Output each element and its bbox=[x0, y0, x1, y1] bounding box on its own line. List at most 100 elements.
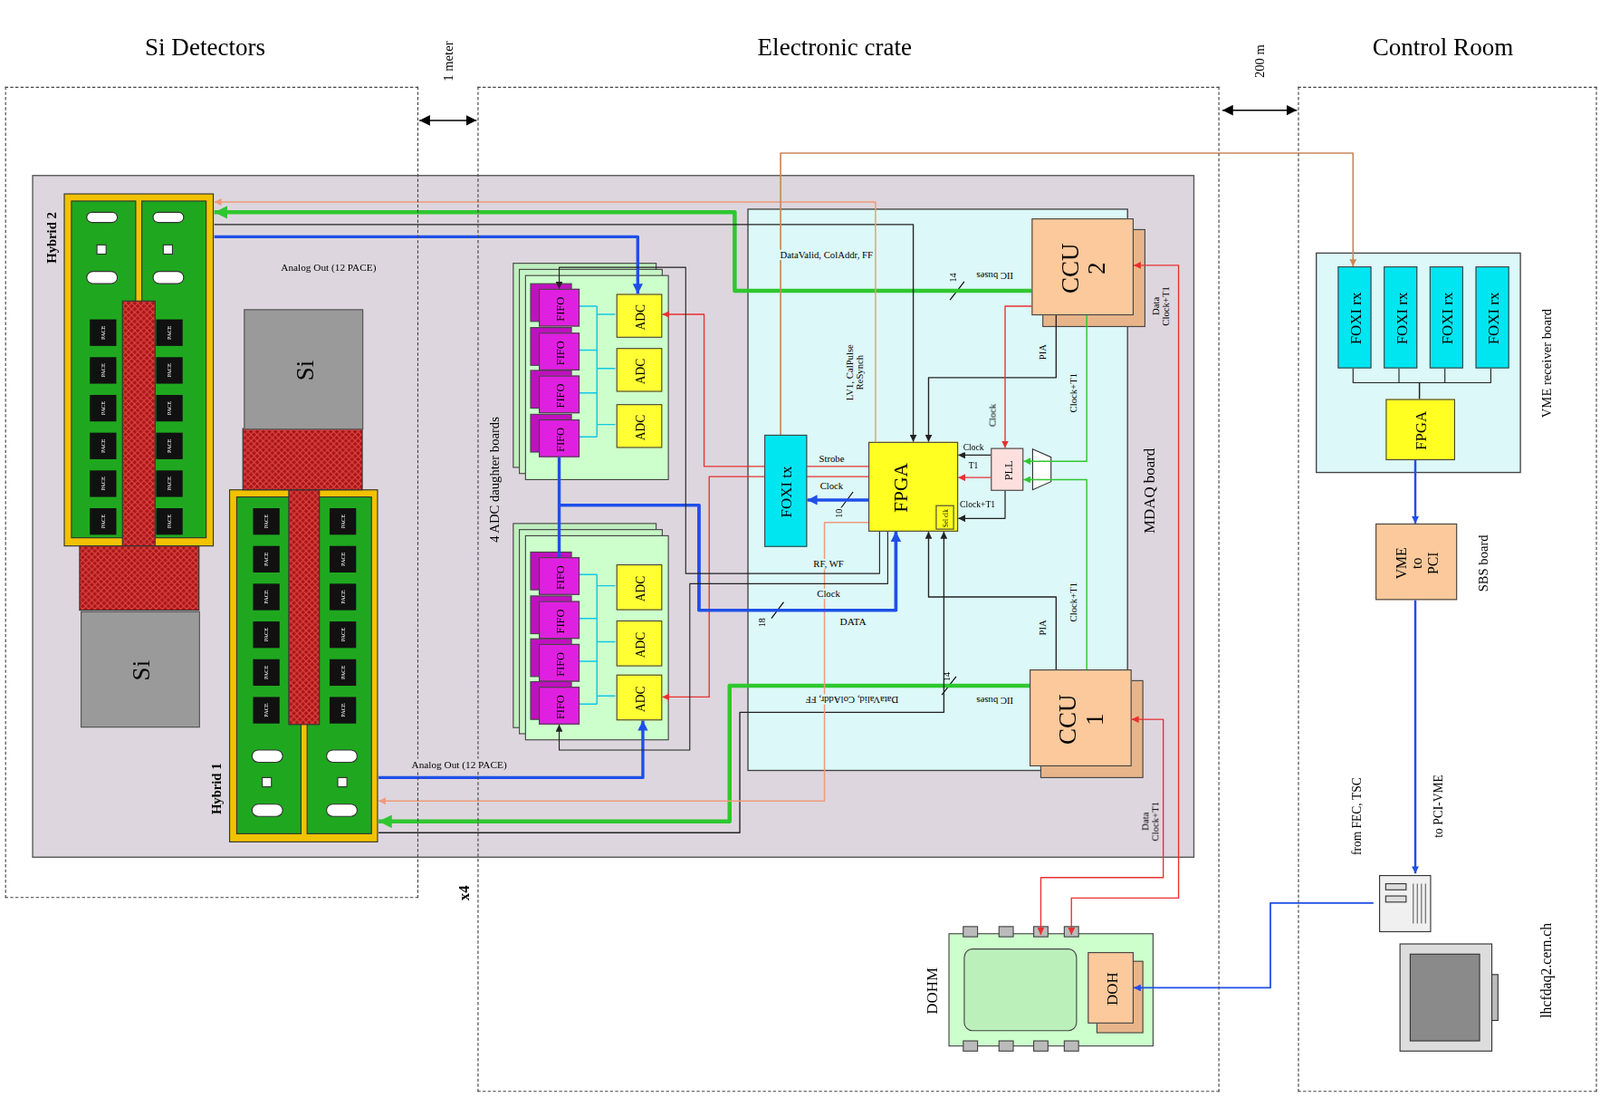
node-text: ADC bbox=[633, 574, 648, 602]
node-text: PACE bbox=[339, 589, 346, 604]
dimension-arrow bbox=[1222, 109, 1297, 111]
connector bbox=[559, 505, 897, 611]
node-text: FIFO bbox=[554, 383, 567, 408]
node-text: Si bbox=[291, 360, 319, 382]
node-text: FOXI rx bbox=[1393, 292, 1411, 345]
edge-label: Data Clock+T1 bbox=[1140, 795, 1162, 849]
node-text: ADC bbox=[633, 631, 648, 658]
pace-chip: PACE bbox=[329, 621, 356, 648]
board-outline: Hybrid 1PACEPACEPACEPACEPACEPACEPACEPACE… bbox=[230, 490, 379, 844]
fpga-box: FPGA bbox=[1385, 398, 1456, 460]
node-text: SBS board bbox=[1475, 534, 1491, 592]
region-box: Control RoomVME receiver boardFOXI rxFOX… bbox=[1297, 86, 1597, 1093]
connector bbox=[958, 490, 1006, 518]
module-box: DOH bbox=[1087, 951, 1134, 1024]
node-text: VME receiver board bbox=[1539, 308, 1554, 418]
node-text: MDAQ board bbox=[1141, 448, 1160, 534]
board-outline: Hybrid 2PACEPACEPACEPACEPACEPACEPACEPACE… bbox=[65, 194, 215, 547]
hybrid-board bbox=[122, 300, 155, 546]
pace-chip: PACE bbox=[329, 696, 356, 723]
node-text: PACE bbox=[99, 439, 106, 453]
connector bbox=[1005, 306, 1032, 449]
hybrid-board bbox=[162, 244, 173, 254]
hybrid-board bbox=[153, 211, 184, 222]
annotation-label: 4 ADC daughter boards bbox=[487, 416, 502, 543]
connector bbox=[806, 498, 869, 501]
fifo-chip: FIFO bbox=[538, 332, 580, 371]
connector bbox=[958, 477, 991, 479]
hybrid-board bbox=[86, 211, 118, 222]
pace-chip: PACE bbox=[89, 469, 116, 497]
module-box: CCU 2 bbox=[1031, 218, 1134, 316]
foxi-box: FOXI rx bbox=[1429, 266, 1464, 369]
vme-board bbox=[1316, 252, 1521, 472]
adc-chip: ADC bbox=[616, 620, 663, 667]
foxi-box: FOXI tx bbox=[764, 434, 807, 547]
hybrid-board bbox=[288, 489, 320, 725]
pace-chip: PACE bbox=[252, 621, 279, 648]
dohm-board bbox=[964, 948, 1077, 1031]
silicon-sensor: Si bbox=[243, 308, 364, 430]
foxi-box: FOXI rx bbox=[1475, 266, 1510, 369]
dimension-arrow bbox=[419, 119, 477, 121]
adc-chip: ADC bbox=[616, 403, 663, 448]
node-text: Hybrid 2 bbox=[44, 211, 59, 264]
computer-icon bbox=[1409, 953, 1480, 1041]
node-text: FPGA bbox=[1412, 411, 1430, 451]
fifo-chip: FIFO bbox=[538, 643, 580, 682]
node-text: Control Room bbox=[1372, 33, 1514, 61]
adc-fifo-link bbox=[578, 306, 616, 437]
node-text: Si bbox=[127, 660, 155, 681]
fifo-chip: FIFO bbox=[538, 686, 580, 725]
fifo-chip: FIFO bbox=[538, 419, 580, 458]
edge-label: 10 bbox=[834, 507, 845, 518]
edge-label: RF, WF bbox=[812, 558, 845, 570]
node-text: FIFO bbox=[554, 340, 567, 365]
node-text: CCU 2 bbox=[1056, 236, 1111, 300]
connector bbox=[1414, 459, 1417, 524]
pace-chip: PACE bbox=[329, 546, 356, 573]
node-text: PACE bbox=[99, 325, 106, 340]
node-text: FIFO bbox=[554, 608, 567, 633]
annotation-label: 200 m bbox=[1253, 44, 1268, 78]
pace-chip: PACE bbox=[155, 356, 183, 384]
fifo-chip: FIFO bbox=[538, 556, 580, 595]
node-text: FIFO bbox=[554, 427, 567, 452]
node-text: DOH bbox=[1102, 971, 1121, 1006]
edge-label: Clock bbox=[819, 480, 845, 492]
hybrid-board bbox=[262, 776, 272, 786]
pace-chip: PACE bbox=[89, 432, 116, 460]
node-text: FOXI tx bbox=[778, 466, 796, 518]
node-text: Electronic crate bbox=[757, 33, 912, 61]
connector bbox=[378, 522, 869, 802]
node-text: VME to PCI bbox=[1393, 544, 1441, 582]
edge-label: Clock bbox=[962, 442, 986, 453]
node-text: CCU 1 bbox=[1054, 687, 1109, 751]
board-outline: VME receiver boardFOXI rxFOXI rxFOXI rxF… bbox=[1317, 254, 1522, 474]
node-text: FIFO bbox=[554, 296, 567, 321]
pace-chip: PACE bbox=[89, 356, 116, 384]
node-text: ADC bbox=[633, 304, 648, 331]
edge-label: from FEC, TSC bbox=[1350, 776, 1364, 856]
edge-label: Analog Out (12 PACE) bbox=[279, 261, 377, 273]
edge-label: DataValid, ColAddr, FF bbox=[804, 693, 901, 705]
adc-chip: ADC bbox=[616, 347, 663, 392]
node-text: FOXI rx bbox=[1438, 292, 1457, 345]
node-text: lhcfdaq2.cern.ch bbox=[1539, 922, 1555, 1018]
node-text: PACE bbox=[263, 702, 270, 717]
carrier-board bbox=[32, 175, 1194, 858]
annotation-label: 14 bbox=[942, 671, 953, 681]
adc-fifo-link bbox=[578, 574, 616, 704]
connector bbox=[1419, 368, 1446, 400]
adc-daughter-board bbox=[513, 263, 669, 740]
dohm-board bbox=[963, 1040, 978, 1051]
edge-label: to PCI-VME bbox=[1432, 773, 1447, 839]
edge-label: DATA bbox=[838, 615, 867, 627]
connector bbox=[780, 153, 1353, 435]
node-text: DOHM bbox=[924, 967, 942, 1015]
hybrid-board bbox=[153, 271, 184, 285]
